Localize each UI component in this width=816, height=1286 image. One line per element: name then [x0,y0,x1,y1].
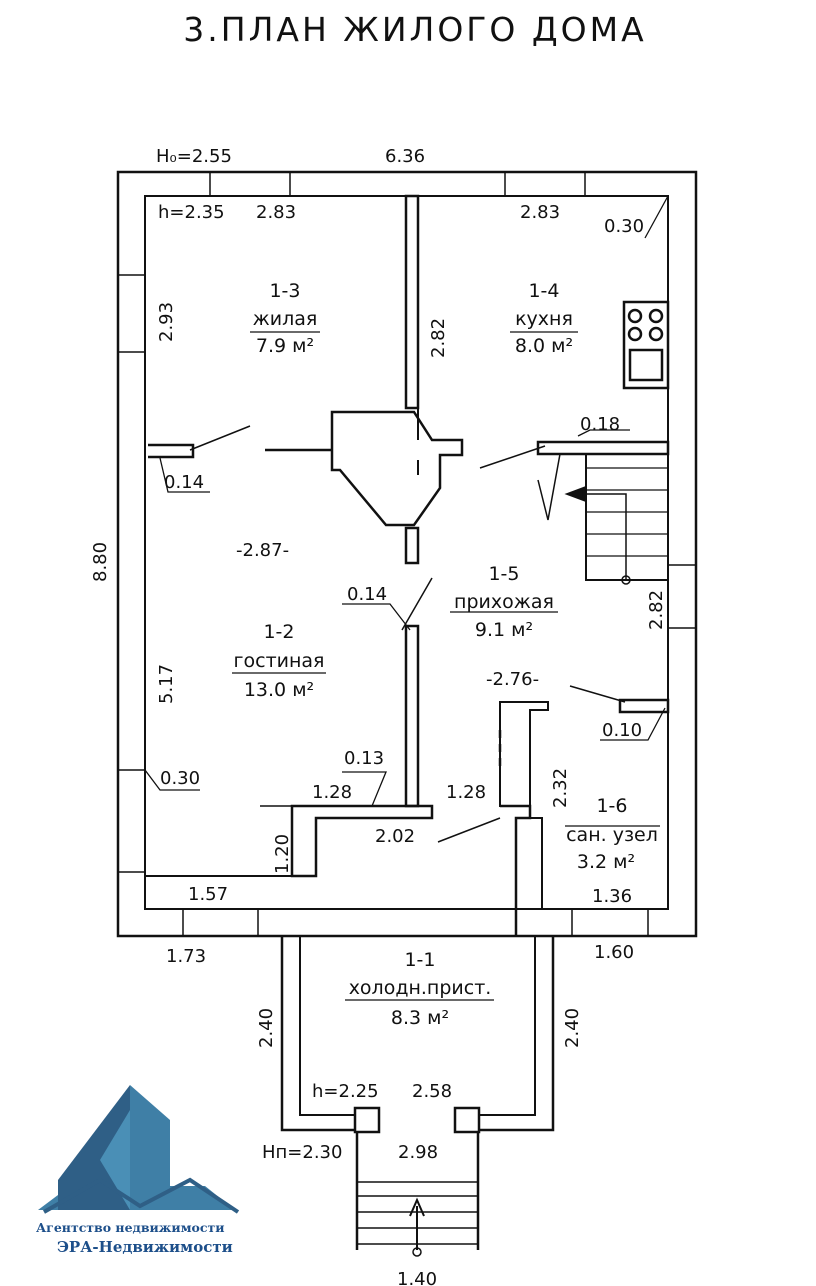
room-area-1-3: 7.9 м² [256,335,314,357]
room-id-1-4: 1-4 [528,280,559,302]
outer-wall-outer [116,170,698,938]
height-hp: Hп=2.30 [262,1142,342,1163]
dim-opening-202: 2.02 [375,826,415,847]
dim-porch-depth-left: 2.40 [256,1008,277,1048]
room-area-1-5: 9.1 м² [475,619,533,641]
plan-title: 3.ПЛАН ЖИЛОГО ДОМА [183,10,647,49]
room-name-1-2: гостиная [234,650,325,672]
dim-wall-030-left: 0.30 [160,768,200,789]
dim-stairs-landing: 2.98 [398,1142,438,1163]
height-h0: H₀=2.55 [156,146,232,167]
room-area-1-2: 13.0 м² [244,679,314,701]
stairs-sides [355,1132,480,1250]
fireplace [330,410,464,527]
partition-right [536,440,670,456]
room-id-1-1: 1-1 [404,949,435,971]
dim-overall-depth: 8.80 [90,542,111,582]
porch-pillar-right [453,1106,481,1134]
logo-line2: ЭРА-Недвижимости [57,1238,233,1256]
logo-line1: Агентство недвижимости [36,1220,225,1235]
room-area-1-6: 3.2 м² [577,851,635,873]
dim-room13-width: 2.83 [256,202,296,223]
inner-stairs [585,454,668,581]
porch-wall-left-inner [299,936,355,1116]
room-name-1-3: жилая [253,308,318,330]
dim-wall-030-top: 0.30 [604,216,644,237]
dim-right-wall-hall: 2.82 [646,590,667,630]
partition-12-15 [404,624,420,808]
partition-13-14 [404,194,420,410]
dim-wall-014-left: 0.14 [164,472,204,493]
level-living: -2.87- [236,540,289,561]
dim-bath-depth: 2.32 [550,768,571,808]
bathroom-wall-top [499,701,549,807]
room-area-1-4: 8.0 м² [515,335,573,357]
stairs-dot [412,1247,422,1257]
room-id-1-5: 1-5 [488,563,519,585]
agency-logo: Агентство недвижимости ЭРА-Недвижимости [36,1085,240,1256]
dim-porch-depth-right: 2.40 [562,1008,583,1048]
porch-wall-right-inner [478,936,536,1116]
dim-len-128-left: 1.28 [312,782,352,803]
dim-len-157: 1.57 [188,884,228,905]
stairs-arrow [409,1197,425,1250]
bathroom-wall-bottom [500,804,532,936]
dim-len-160: 1.60 [594,942,634,963]
dim-stairs-width: 1.40 [397,1269,437,1286]
dim-wall-018: 0.18 [580,414,620,435]
partition-mid-stub [404,526,420,565]
partition-right-lower [618,698,670,714]
room-name-1-6: сан. узел [566,824,658,846]
dim-living-depth: 5.17 [156,664,177,704]
partition-left-stub [148,443,195,459]
porch-wall-right-outer [478,936,555,1132]
porch-pillar-left [353,1106,381,1134]
dim-wall-013: 0.13 [344,748,384,769]
dim-wall-014-mid: 0.14 [347,584,387,605]
room-area-1-1: 8.3 м² [391,1007,449,1029]
stove [622,300,670,390]
dim-len-136: 1.36 [592,886,632,907]
height-h-main: h=2.35 [158,202,225,223]
porch-wall-left-outer [280,936,355,1132]
dim-len-128-right: 1.28 [446,782,486,803]
room-name-1-5: прихожая [454,591,554,613]
dim-porch-width: 2.58 [412,1081,452,1102]
dim-wall-010: 0.10 [602,720,642,741]
dim-partition-len: 2.82 [428,318,449,358]
level-hall: -2.76- [486,669,539,690]
room-id-1-6: 1-6 [596,795,627,817]
dim-room14-width: 2.83 [520,202,560,223]
room-name-1-4: кухня [515,308,573,330]
dim-overall-width: 6.36 [385,146,425,167]
dim-step-120: 1.20 [272,834,293,874]
height-h-porch: h=2.25 [312,1081,379,1102]
room-id-1-2: 1-2 [263,621,294,643]
dim-len-173: 1.73 [166,946,206,967]
room-id-1-3: 1-3 [269,280,300,302]
room-name-1-1: холодн.прист. [349,977,492,999]
dim-room13-depth: 2.93 [156,302,177,342]
